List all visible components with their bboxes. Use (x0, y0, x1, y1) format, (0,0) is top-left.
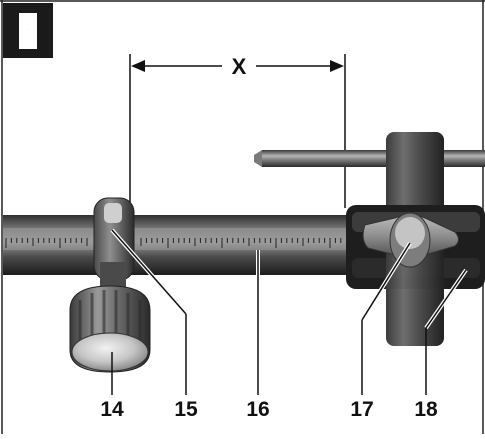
dimension-arrow-left (131, 60, 145, 72)
callout-15: 15 (174, 398, 198, 421)
leader-line-18 (425, 269, 467, 329)
dimension-arrow-right (330, 60, 344, 72)
leader-line-17 (361, 242, 411, 321)
callout-18: 18 (414, 398, 438, 421)
leader-lines (110, 228, 468, 395)
wing-screw (362, 212, 459, 268)
scale-ticks (5, 238, 342, 248)
guide-rod-upper (254, 150, 485, 167)
adjusting-knob (69, 285, 151, 373)
callout-14: 14 (100, 398, 124, 421)
dimension-label: X (232, 54, 247, 79)
leader-line-15 (111, 229, 187, 315)
callout-16: 16 (246, 398, 269, 421)
callout-numbers: 14 15 16 17 18 (100, 398, 438, 421)
callout-17: 17 (350, 398, 373, 421)
figure-badge: I (3, 3, 53, 58)
dimension-x: X (129, 54, 346, 212)
